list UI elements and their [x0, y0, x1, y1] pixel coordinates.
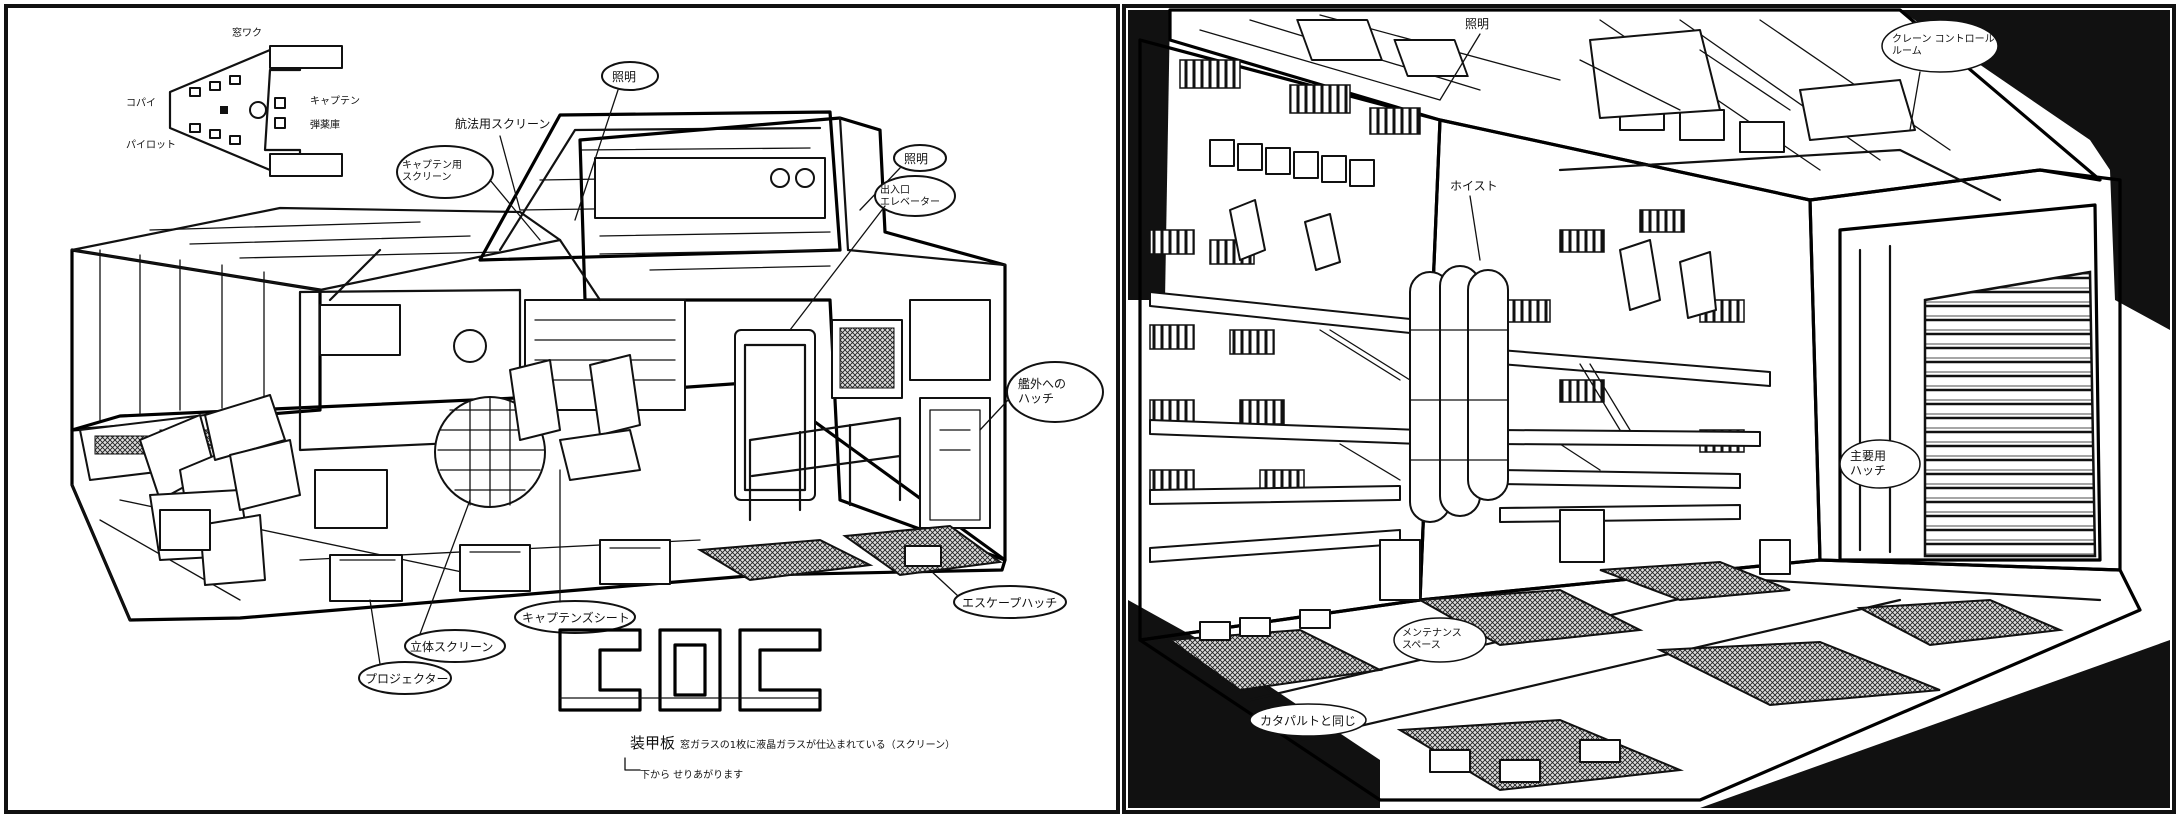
armor-note-sub: 下から せりあがります — [640, 768, 743, 781]
floorplan-label-pilot: パイロット — [126, 139, 176, 151]
armor-note-body: 窓ガラスの1枚に液晶ガラスが仕込まれている（スクリーン） — [680, 738, 955, 751]
hangar-label-maintenance: メンテナンススペース — [1402, 627, 1462, 651]
label-outer-hatch: 艦外へのハッチ — [1018, 377, 1066, 405]
label-projector: プロジェクター — [365, 672, 449, 686]
hangar-drawing — [1128, 8, 2170, 808]
floorplan-label-window-frame: 窓ワク — [232, 26, 262, 39]
label-lighting-top: 照明 — [612, 70, 636, 84]
label-captain-seat: キャプテンズシート — [522, 610, 630, 625]
hangar-label-crane-room: クレーン コントロールルーム — [1892, 33, 1995, 57]
floorplan-label-copilot: コパイ — [126, 97, 156, 109]
label-nav-screen: 航法用スクリーン — [455, 116, 550, 131]
floorplan-label-magazine: 弾薬庫 — [310, 118, 340, 131]
label-lighting: 照明 — [904, 152, 928, 166]
armor-note-head: 装甲板 — [630, 734, 675, 752]
hangar-shutter-door — [1838, 203, 2102, 562]
label-entrance-elevator: 出入口エレベーター — [880, 183, 940, 208]
pilot-seats — [139, 394, 301, 586]
hangar-label-lighting: 照明 — [1465, 17, 1489, 31]
hangar-label-hoist: ホイスト — [1450, 179, 1498, 193]
bridge-cutaway-drawing — [70, 110, 1007, 622]
hangar-label-catapult: カタパルトと同じ — [1260, 714, 1356, 728]
right-callouts: 照明 クレーン コントロールルーム ホイスト メンテナンススペース カタパルトと… — [1249, 17, 1999, 737]
label-stereo-screen: 立体スクリーン — [410, 639, 493, 654]
hangar-tanks — [1409, 265, 1509, 523]
hangar-label-hatch: 主要用ハッチ — [1850, 449, 1886, 477]
left-callouts: 照明 航法用スクリーン キャプテン用スクリーン 照明 出入口エレベーター 艦外へ… — [358, 61, 1104, 695]
bridge-floorplan-inset: 窓ワク コパイ パイロット キャプテン 弾薬庫 — [126, 26, 360, 177]
label-escape-hatch: エスケープハッチ — [962, 596, 1057, 610]
label-captain-screen: キャプテン用スクリーン — [402, 159, 462, 183]
floorplan-label-captain: キャプテン — [310, 95, 360, 107]
armor-plate-diagram: 装甲板 窓ガラスの1枚に液晶ガラスが仕込まれている（スクリーン） 下から せりあ… — [558, 628, 955, 781]
hangar-window-row — [1209, 139, 1375, 187]
